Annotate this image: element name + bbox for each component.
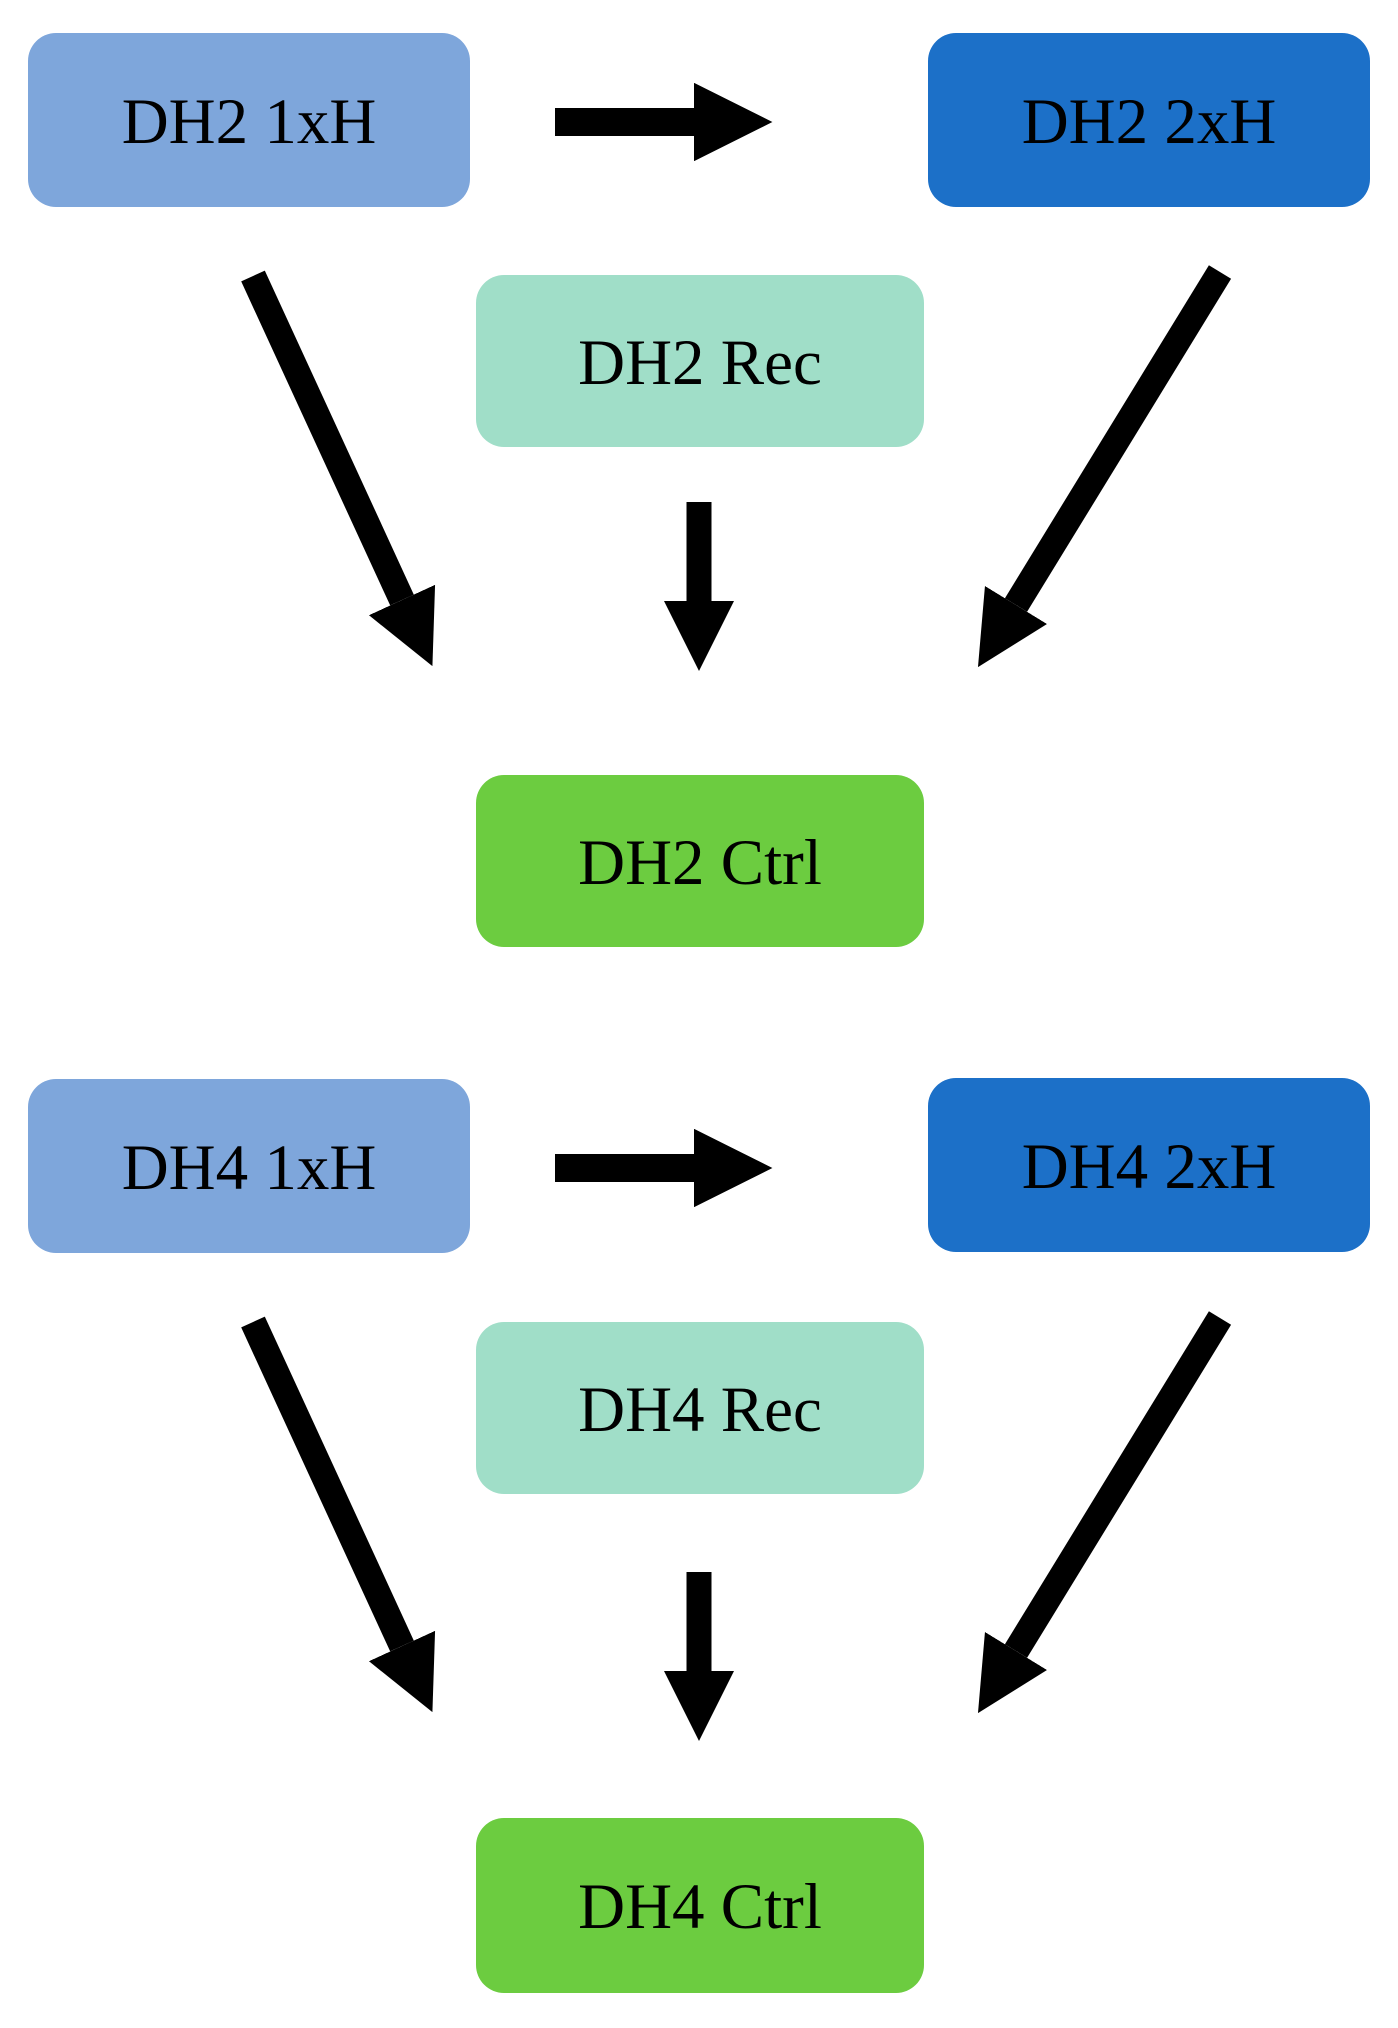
- arrow-dh2-1xh-to-dh2-ctrl: [241, 270, 436, 667]
- node-dh2-2xh-label: DH2 2xH: [1021, 85, 1277, 158]
- node-dh2-ctrl-label: DH2 Ctrl: [578, 826, 822, 899]
- node-dh2-1xh-label: DH2 1xH: [121, 85, 377, 158]
- node-dh2-rec-label: DH2 Rec: [578, 326, 822, 399]
- node-dh4-1xh: DH4 1xH: [28, 1079, 470, 1253]
- node-dh2-rec: DH2 Rec: [476, 275, 924, 447]
- node-dh4-1xh-label: DH4 1xH: [121, 1131, 377, 1204]
- node-dh4-ctrl-label: DH4 Ctrl: [578, 1871, 822, 1943]
- node-dh2-2xh: DH2 2xH: [928, 33, 1370, 207]
- node-dh4-2xh-label: DH4 2xH: [1021, 1130, 1277, 1203]
- node-dh2-1xh: DH2 1xH: [28, 33, 470, 207]
- arrow-dh2-2xh-to-dh2-ctrl: [977, 265, 1232, 668]
- node-dh4-2xh: DH4 2xH: [928, 1078, 1370, 1252]
- node-dh2-ctrl: DH2 Ctrl: [476, 775, 924, 947]
- node-dh4-ctrl: DH4 Ctrl: [476, 1818, 924, 1993]
- arrow-dh4-2xh-to-dh4-ctrl: [977, 1311, 1232, 1714]
- node-dh4-rec: DH4 Rec: [476, 1322, 924, 1494]
- arrow-dh4-1xh-to-dh4-ctrl: [241, 1316, 436, 1713]
- node-dh4-rec-label: DH4 Rec: [578, 1373, 822, 1446]
